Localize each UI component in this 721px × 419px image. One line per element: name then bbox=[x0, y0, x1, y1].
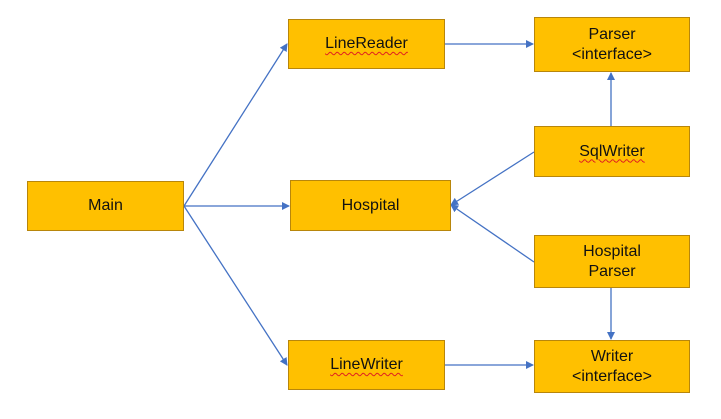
node-parser-line1: Parser bbox=[588, 25, 636, 43]
node-main[interactable]: Main bbox=[27, 181, 184, 231]
node-sqlwriter-label: SqlWriter bbox=[579, 142, 645, 160]
node-parser-line2: <interface> bbox=[571, 45, 653, 63]
edge-sqlwriter-to-hospital bbox=[450, 151, 535, 206]
node-hospital-parser-line1: Hospital bbox=[583, 242, 641, 260]
node-hospital-parser[interactable]: Hospital Parser bbox=[534, 235, 690, 288]
node-hospital-label: Hospital bbox=[341, 196, 400, 214]
node-linewriter-label: LineWriter bbox=[330, 356, 403, 373]
node-writer-line1: Writer bbox=[590, 347, 634, 365]
edge-hospitalparser-to-hospital bbox=[450, 204, 535, 263]
node-linereader-label: LineReader bbox=[325, 35, 408, 52]
node-linereader[interactable]: LineReader bbox=[288, 19, 445, 69]
node-writer-interface[interactable]: Writer <interface> bbox=[534, 340, 690, 393]
node-main-label: Main bbox=[88, 197, 123, 214]
node-linewriter[interactable]: LineWriter bbox=[288, 340, 445, 390]
node-sqlwriter[interactable]: SqlWriter bbox=[534, 126, 690, 177]
node-hospital-parser-line2: Parser bbox=[588, 262, 636, 280]
edge-main-to-linereader bbox=[183, 43, 288, 207]
node-hospital[interactable]: Hospital bbox=[290, 180, 451, 231]
edge-main-to-linewriter bbox=[183, 205, 288, 366]
node-parser-interface[interactable]: Parser <interface> bbox=[534, 17, 690, 72]
node-writer-line2: <interface> bbox=[571, 367, 653, 385]
